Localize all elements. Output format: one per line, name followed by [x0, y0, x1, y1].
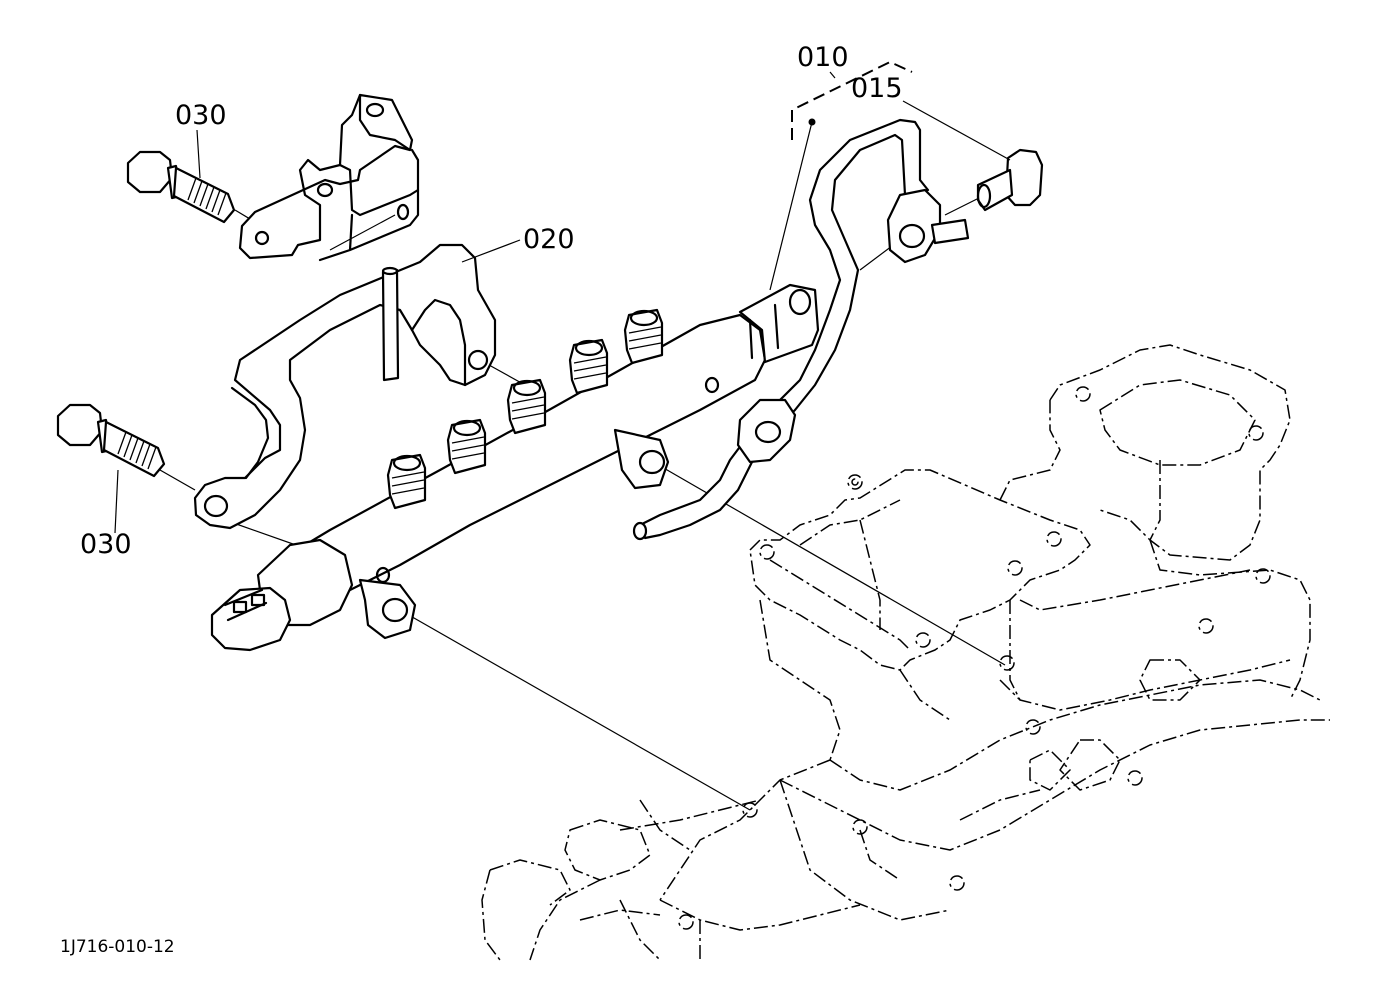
mounting-bracket-020: [193, 243, 497, 530]
bolt-030-upper: [126, 150, 236, 224]
leader-lines: [114, 71, 1011, 534]
callout-015: 015: [851, 73, 903, 104]
callout-030-upper: 030: [175, 100, 227, 131]
upper-bracket: [238, 93, 420, 262]
callout-020: 020: [523, 224, 575, 255]
callout-010: 010: [797, 42, 849, 73]
group-bracket-010-015: [791, 60, 913, 140]
bolt-030-lower: [56, 403, 166, 478]
common-rail-010: [210, 283, 820, 652]
alignment-lines: [159, 194, 1006, 811]
callout-030-lower: 030: [80, 529, 132, 560]
rail-outlet-ports: [386, 308, 664, 510]
dowel-pin: [381, 266, 400, 382]
fuel-return-pipe: [632, 118, 970, 541]
figure-code: 1J716-010-12: [60, 937, 175, 957]
cylinder-head-outline: [481, 344, 1330, 961]
cylinder-head-bolt-holes: [678, 386, 1271, 930]
banjo-bolt-015: [976, 148, 1044, 212]
